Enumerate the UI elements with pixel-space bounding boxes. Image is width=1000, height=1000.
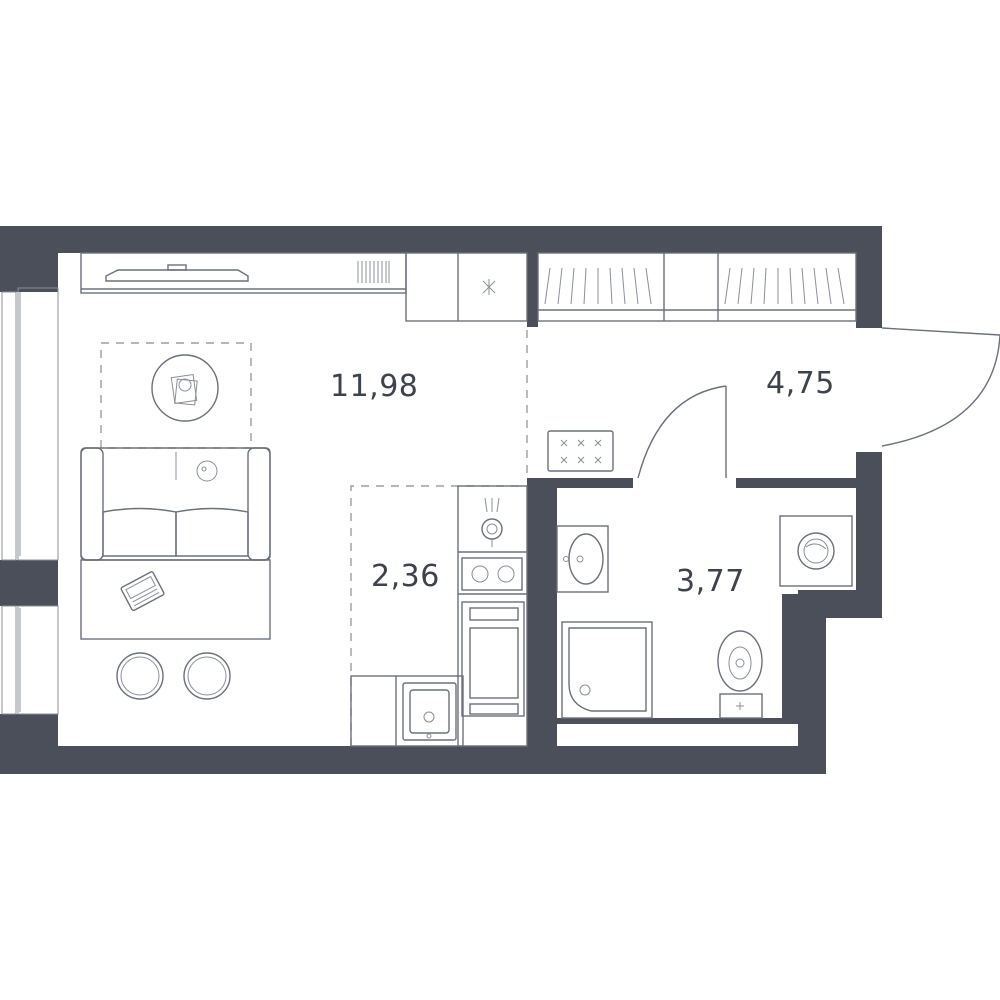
desk: [80, 559, 271, 640]
kitchen-sink: [350, 675, 464, 747]
area-living: 11,98: [330, 369, 418, 404]
washing-machine: [779, 515, 853, 587]
entrance-door[interactable]: [881, 327, 1000, 447]
stools: [116, 652, 231, 700]
tv-stand: [80, 252, 407, 294]
area-bathroom: 3,77: [676, 564, 745, 599]
sofa: [80, 447, 271, 561]
area-kitchen: 2,36: [371, 559, 440, 594]
shoe-mat: [547, 430, 614, 472]
bathroom-door[interactable]: [637, 385, 727, 479]
left-windows: [1, 287, 59, 715]
coffee-table: [151, 354, 219, 422]
wardrobe: [537, 252, 857, 322]
toilet: [717, 630, 763, 719]
kitchen-unit: [457, 485, 528, 747]
washbasin: [556, 525, 609, 593]
shower: [561, 621, 653, 719]
kitchen-upper-cabinets: [405, 252, 528, 322]
walls: [0, 226, 882, 774]
area-hall: 4,75: [766, 366, 835, 401]
